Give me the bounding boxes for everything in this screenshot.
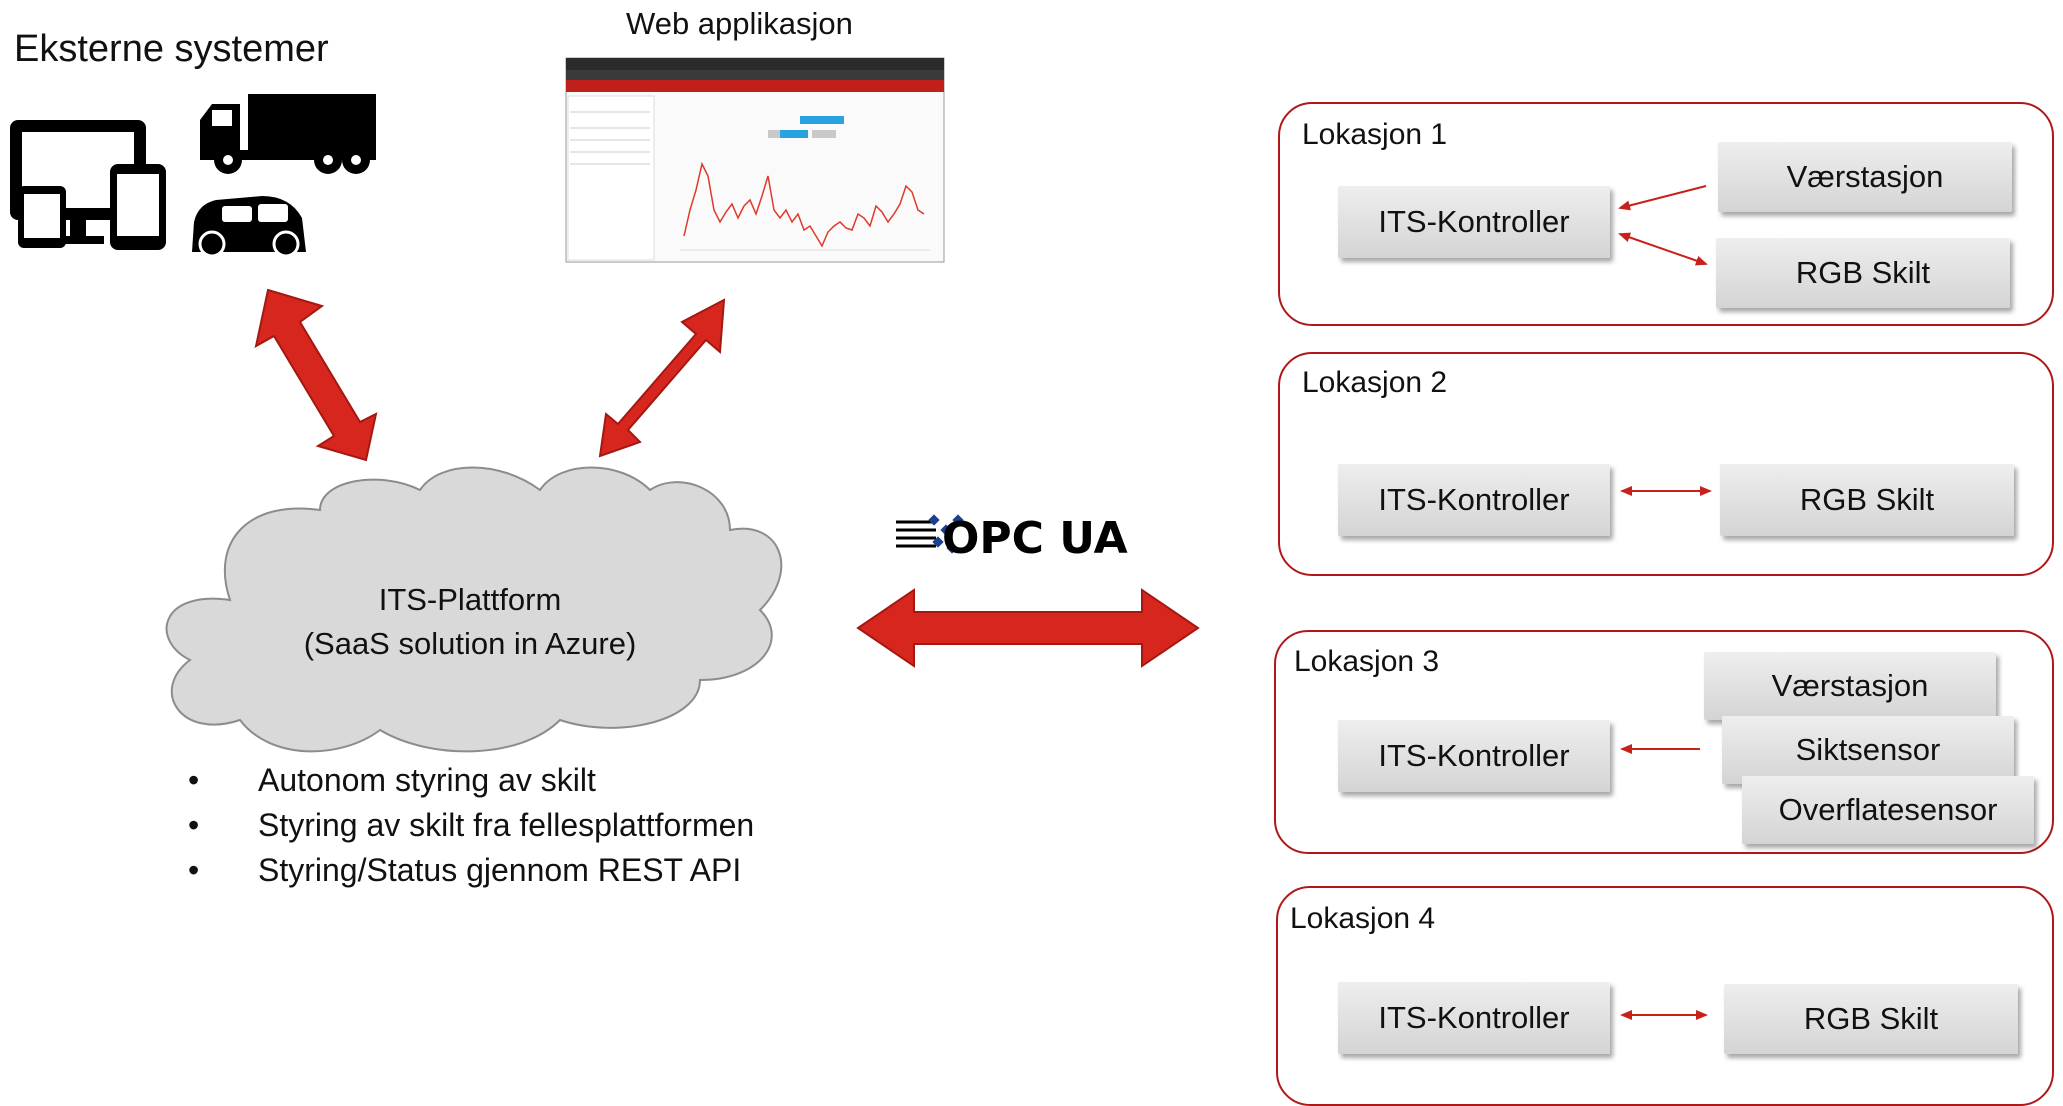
webapp-platform-arrow: [598, 298, 726, 458]
location-1-label: Lokasjon 1: [1302, 118, 1448, 151]
car-icon: [192, 196, 306, 258]
location-1-rgb-sign: RGB Skilt: [1716, 238, 2010, 308]
location-2-rgb-sign: RGB Skilt: [1720, 464, 2014, 536]
truck-icon: [200, 94, 376, 174]
computer-devices-icon: [10, 120, 166, 250]
platform-cloud: [165, 466, 783, 753]
location-3-surface-sensor: Overflatesensor: [1742, 776, 2034, 844]
location-4-label: Lokasjon 4: [1290, 902, 1436, 935]
location-3-weather-station: Værstasjon: [1704, 652, 1996, 720]
location-2-controller: ITS-Kontroller: [1338, 464, 1610, 536]
location-3-label: Lokasjon 3: [1294, 645, 1440, 678]
location-2-label: Lokasjon 2: [1302, 366, 1448, 399]
location-1-weather-station: Værstasjon: [1718, 142, 2012, 212]
platform-locations-arrow: [856, 588, 1200, 668]
web-app-screenshot: [565, 57, 945, 263]
platform-subtitle: (SaaS solution in Azure): [303, 626, 637, 661]
platform-name: ITS-Plattform: [378, 582, 562, 617]
feature-list: •Autonom styring av skilt •Styring av sk…: [180, 758, 754, 893]
loc1-sign-arrow: [1618, 232, 1708, 266]
location-3-visibility-sensor: Siktsensor: [1722, 716, 2014, 784]
location-3-box: [1274, 630, 2054, 854]
feature-item: •Autonom styring av skilt: [188, 762, 596, 798]
feature-item: •Styring av skilt fra fellesplattformen: [188, 807, 755, 843]
location-2-box: [1278, 352, 2054, 576]
loc1-weather-arrow: [1618, 185, 1707, 211]
location-4-controller: ITS-Kontroller: [1338, 982, 1610, 1054]
platform-label: ITS-Plattform (SaaS solution in Azure): [260, 578, 680, 666]
opc-ua-logo-text: OPC UA: [942, 513, 1128, 564]
external-systems-title: Eksterne systemer: [14, 28, 329, 70]
external-platform-arrow: [254, 288, 378, 462]
feature-item: •Styring/Status gjennom REST API: [188, 852, 742, 888]
location-3-controller: ITS-Kontroller: [1338, 720, 1610, 792]
location-1-controller: ITS-Kontroller: [1338, 186, 1610, 258]
web-app-title: Web applikasjon: [626, 6, 853, 41]
opc-ua-logo: OPC UA: [896, 513, 1128, 564]
location-1-box: [1278, 102, 2054, 326]
location-4-rgb-sign: RGB Skilt: [1724, 984, 2018, 1054]
